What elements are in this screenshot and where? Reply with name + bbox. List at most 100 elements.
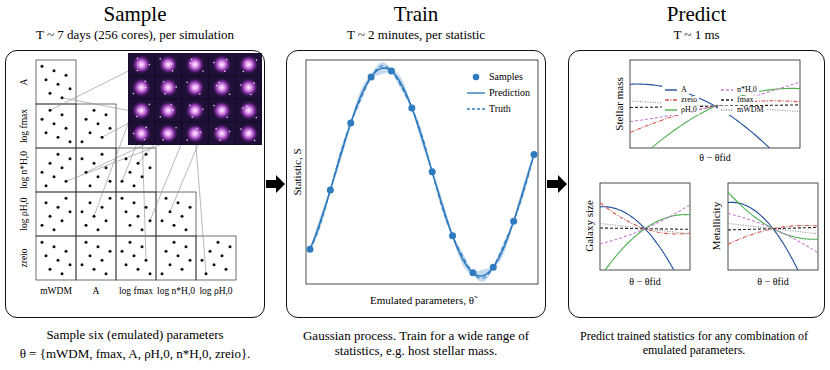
satellite: [226, 59, 228, 61]
response-curve: [600, 224, 690, 234]
sample-dot: [57, 206, 60, 209]
axis-label: Emulated parameters, θ̃: [370, 294, 474, 307]
sample-dot: [49, 92, 52, 95]
sample-dot: [181, 215, 184, 218]
satellite: [144, 139, 146, 141]
sample-dot: [125, 210, 128, 213]
satellite: [137, 58, 139, 60]
satellite: [242, 107, 244, 109]
satellite: [246, 105, 248, 107]
panel-subtitle: T ~ 2 minutes, per statistic: [286, 27, 546, 43]
sample-dot: [49, 162, 52, 165]
legend-entry: Samples: [466, 71, 523, 82]
sample-dot: [61, 113, 64, 116]
satellite: [163, 81, 165, 83]
satellite: [175, 86, 177, 88]
legend-swatch: [466, 89, 486, 97]
satellite: [186, 139, 188, 141]
panel: SampleT ~ 7 days (256 cores), per simula…: [5, 0, 265, 318]
satellite: [219, 139, 221, 141]
plot-frame: [630, 60, 800, 148]
panel-frame: [5, 50, 265, 318]
panel: TrainT ~ 2 minutes, per statistic: [286, 0, 546, 318]
satellite: [243, 71, 245, 73]
sample-dot: [173, 224, 176, 227]
sample-dot: [137, 162, 140, 165]
panel-subtitle: T ~ 7 days (256 cores), per simulation: [5, 27, 265, 43]
simulation-tile: [182, 77, 208, 99]
sample-dot: [149, 272, 152, 275]
caption-text: Gaussian process. Train for a wide range…: [282, 329, 550, 359]
training-sample: [307, 246, 314, 253]
sample-dot: [45, 131, 48, 134]
sample-dot: [141, 175, 144, 178]
sample-dot: [53, 122, 56, 125]
sample-dot: [109, 180, 112, 183]
legend-swatch: [664, 86, 678, 94]
sample-dot: [125, 157, 128, 160]
satellite: [202, 70, 204, 72]
sample-dot: [49, 215, 52, 218]
sample-dot: [65, 74, 68, 77]
corner-cell: [156, 236, 196, 280]
sample-dot: [145, 153, 148, 156]
corner-cell: [156, 192, 196, 236]
training-sample: [490, 264, 497, 271]
simulation-tile: [129, 123, 155, 145]
sample-dot: [121, 197, 124, 200]
simulation-tile: [155, 77, 181, 99]
plot-frame: [600, 183, 690, 270]
satellite: [223, 108, 225, 110]
sample-dot: [133, 254, 136, 257]
response-curve: [600, 215, 690, 270]
legend-entry: Prediction: [466, 87, 530, 98]
axis-label: θ − θfid: [757, 276, 788, 288]
sample-dot: [85, 171, 88, 174]
response-curve: [728, 192, 818, 239]
plot-frame: [306, 60, 538, 284]
sample-dot: [217, 241, 220, 244]
legend-line: [467, 92, 485, 93]
axis-label: log ρH,0: [19, 197, 30, 230]
sample-dot: [105, 219, 108, 222]
simulation-tile: [129, 54, 155, 76]
sample-dot: [53, 69, 56, 72]
sample-dot: [169, 263, 172, 266]
uncertainty-band: [310, 62, 534, 282]
corner-cell: [116, 236, 156, 280]
simulation-tile: [236, 77, 262, 99]
galaxy-glow: [185, 77, 206, 98]
sample-dot: [89, 184, 92, 187]
galaxy-glow: [131, 100, 152, 121]
sample-dot: [81, 210, 84, 213]
satellite: [229, 93, 231, 95]
satellite: [216, 85, 218, 87]
sample-dot: [161, 272, 164, 275]
response-curve: [630, 84, 800, 148]
sample-dot: [97, 122, 100, 125]
satellite: [144, 81, 146, 83]
sample-dot: [53, 175, 56, 178]
legend-dot: [473, 73, 480, 80]
sample-dot: [133, 184, 136, 187]
satellite: [215, 128, 217, 130]
sample-dot: [213, 263, 216, 266]
training-sample: [368, 73, 375, 80]
sample-dot: [41, 171, 44, 174]
legend-text: Truth: [489, 103, 511, 114]
sample-dot: [69, 87, 72, 90]
satellite: [200, 131, 202, 133]
galaxy-glow: [131, 77, 152, 98]
corner-cell: [36, 236, 76, 280]
legend-text: A: [681, 86, 687, 95]
satellite: [199, 93, 201, 95]
sample-dot: [165, 250, 168, 253]
legend-line: [665, 100, 677, 101]
legend-swatch: [664, 96, 678, 104]
sample-dot: [145, 259, 148, 262]
satellite: [196, 127, 198, 129]
galaxy-glow: [158, 123, 179, 144]
sample-dot: [189, 206, 192, 209]
satellite: [137, 70, 139, 72]
sample-dot: [109, 250, 112, 253]
